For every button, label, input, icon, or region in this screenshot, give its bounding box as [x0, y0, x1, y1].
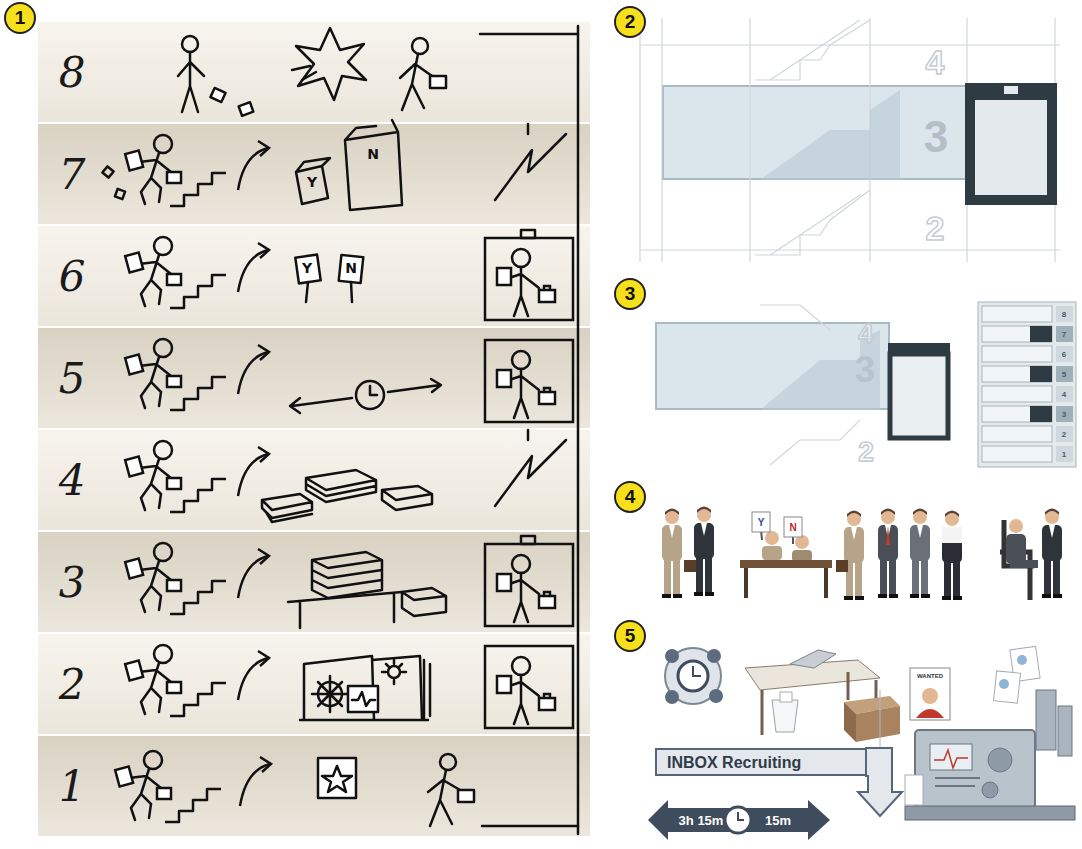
poster-title: WANTED: [917, 673, 943, 679]
box-letter: Y: [307, 174, 317, 190]
paddle-letter: N: [345, 260, 357, 276]
band-label: INBOX Recruiting: [667, 754, 801, 772]
floor-number: 6: [59, 252, 86, 301]
inbox-band: INBOX Recruiting: [655, 748, 868, 776]
floor-index: 6: [1062, 350, 1066, 359]
floor-number: 3: [59, 558, 86, 607]
callout-number: 2: [614, 6, 646, 38]
floor-number: 4: [926, 43, 945, 82]
callout-number: 3: [614, 278, 646, 310]
floor-index: 8: [1062, 310, 1066, 319]
floor-index: 1: [1062, 450, 1066, 459]
paddle-letter: Y: [758, 517, 765, 528]
floor-index: 4: [1062, 390, 1066, 399]
floor-number: 4: [59, 456, 86, 505]
time-label: 3h 15m: [679, 813, 724, 828]
callout-number: 1: [4, 2, 36, 34]
floor-index: 5: [1062, 370, 1066, 379]
floor-index: 7: [1062, 330, 1066, 339]
floor-index: 2: [1062, 430, 1066, 439]
floor-number: 4: [858, 318, 874, 350]
floor-number: 3: [924, 112, 948, 162]
paddle-letter: N: [789, 522, 796, 533]
callout-number: 5: [614, 620, 646, 652]
callout-number: 4: [614, 481, 646, 513]
floor-index: 3: [1062, 410, 1066, 419]
floor-band: 4: [38, 430, 590, 530]
floor-number: 2: [858, 436, 874, 468]
paddle-letter: Y: [302, 260, 312, 276]
floor-number: 8: [59, 48, 86, 97]
floor-number: 5: [59, 354, 86, 403]
floor-number: 7: [59, 150, 86, 199]
floor-number: 1: [59, 762, 86, 811]
time-label: 15m: [765, 813, 791, 828]
floor-number: 2: [926, 209, 945, 248]
floor-number: 2: [59, 660, 86, 709]
box-letter: N: [367, 146, 379, 162]
